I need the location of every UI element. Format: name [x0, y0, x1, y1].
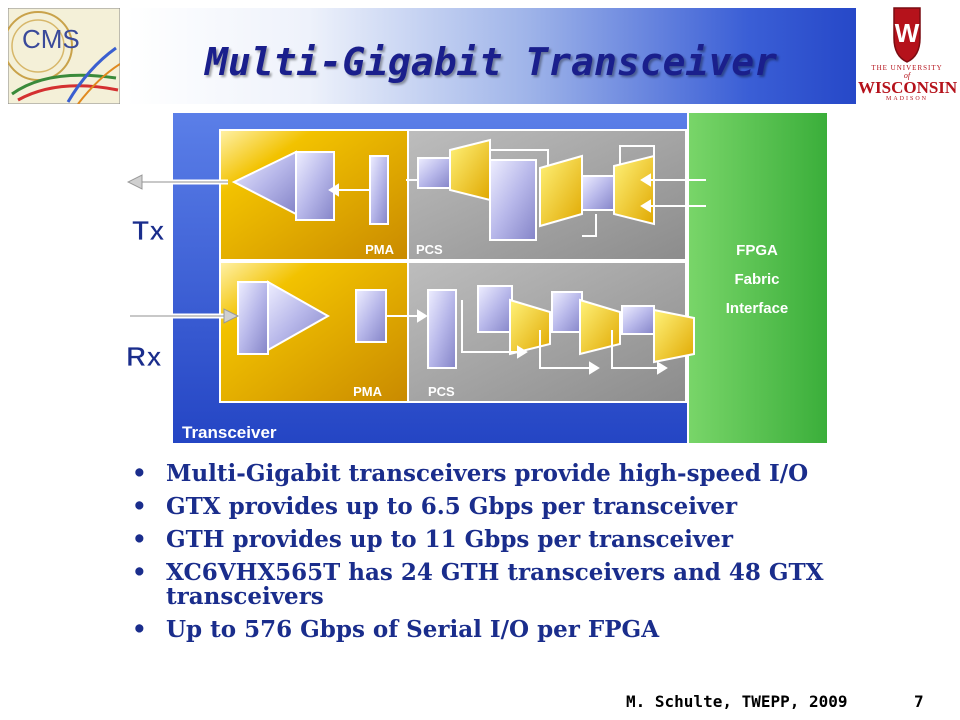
- title-bar: [126, 8, 856, 104]
- fpga-fabric-block: [685, 111, 829, 445]
- bullet-item: •XC6VHX565T has 24 GTH transceivers and …: [132, 559, 824, 610]
- bullet-dot-icon: •: [132, 493, 147, 520]
- slide-title: Multi-Gigabit Transceiver: [205, 40, 777, 84]
- fpga-label-line3: Interface: [726, 300, 789, 317]
- bullet-item: •Multi-Gigabit transceivers provide high…: [132, 460, 809, 487]
- uw-line2: of: [903, 71, 911, 80]
- bullet-dot-icon: •: [132, 616, 147, 643]
- rx-pma-label: PMA: [353, 384, 383, 399]
- fpga-label-line1: FPGA: [736, 242, 778, 259]
- tx-output-arrow: [126, 174, 228, 190]
- fpga-label-line2: Fabric: [734, 271, 779, 288]
- cms-logo-text: CMS: [22, 24, 80, 54]
- bullet-dot-icon: •: [132, 526, 147, 553]
- bullet-dot-icon: •: [132, 559, 147, 586]
- tx-pcs-label: PCS: [416, 242, 443, 257]
- cms-logo: CMS: [8, 8, 120, 104]
- rx-label: Rx: [126, 341, 162, 372]
- rx-input-arrow: [130, 308, 240, 324]
- rx-pcs-label: PCS: [428, 384, 455, 399]
- page-number: 7: [914, 692, 924, 711]
- tx-datapath: [231, 138, 706, 241]
- uw-crest-icon: W: [893, 7, 921, 63]
- uw-line4: MADISON: [885, 96, 928, 102]
- bullet-item: •Up to 576 Gbps of Serial I/O per FPGA: [132, 616, 660, 643]
- uw-line1: THE UNIVERSITY: [871, 64, 943, 72]
- tx-pma-label: PMA: [365, 242, 395, 257]
- bullet-dot-icon: •: [132, 460, 147, 487]
- bullet-list: •Multi-Gigabit transceivers provide high…: [130, 462, 930, 651]
- svg-text:W: W: [895, 18, 920, 48]
- transceiver-label: Transceiver: [182, 423, 277, 442]
- bullet-item: •GTX provides up to 6.5 Gbps per transce…: [132, 493, 738, 520]
- uw-logo: W THE UNIVERSITY of WISCONSIN MADISON: [858, 4, 958, 104]
- footer-author: M. Schulte, TWEPP, 2009: [626, 692, 848, 711]
- bullet-item: •GTH provides up to 11 Gbps per transcei…: [132, 526, 734, 553]
- uw-line3: WISCONSIN: [858, 78, 958, 97]
- tx-label: Tx: [132, 215, 165, 246]
- transceiver-diagram: FPGA Fabric Interface Transceiver PMA PC…: [126, 111, 829, 445]
- rx-datapath: [237, 280, 695, 375]
